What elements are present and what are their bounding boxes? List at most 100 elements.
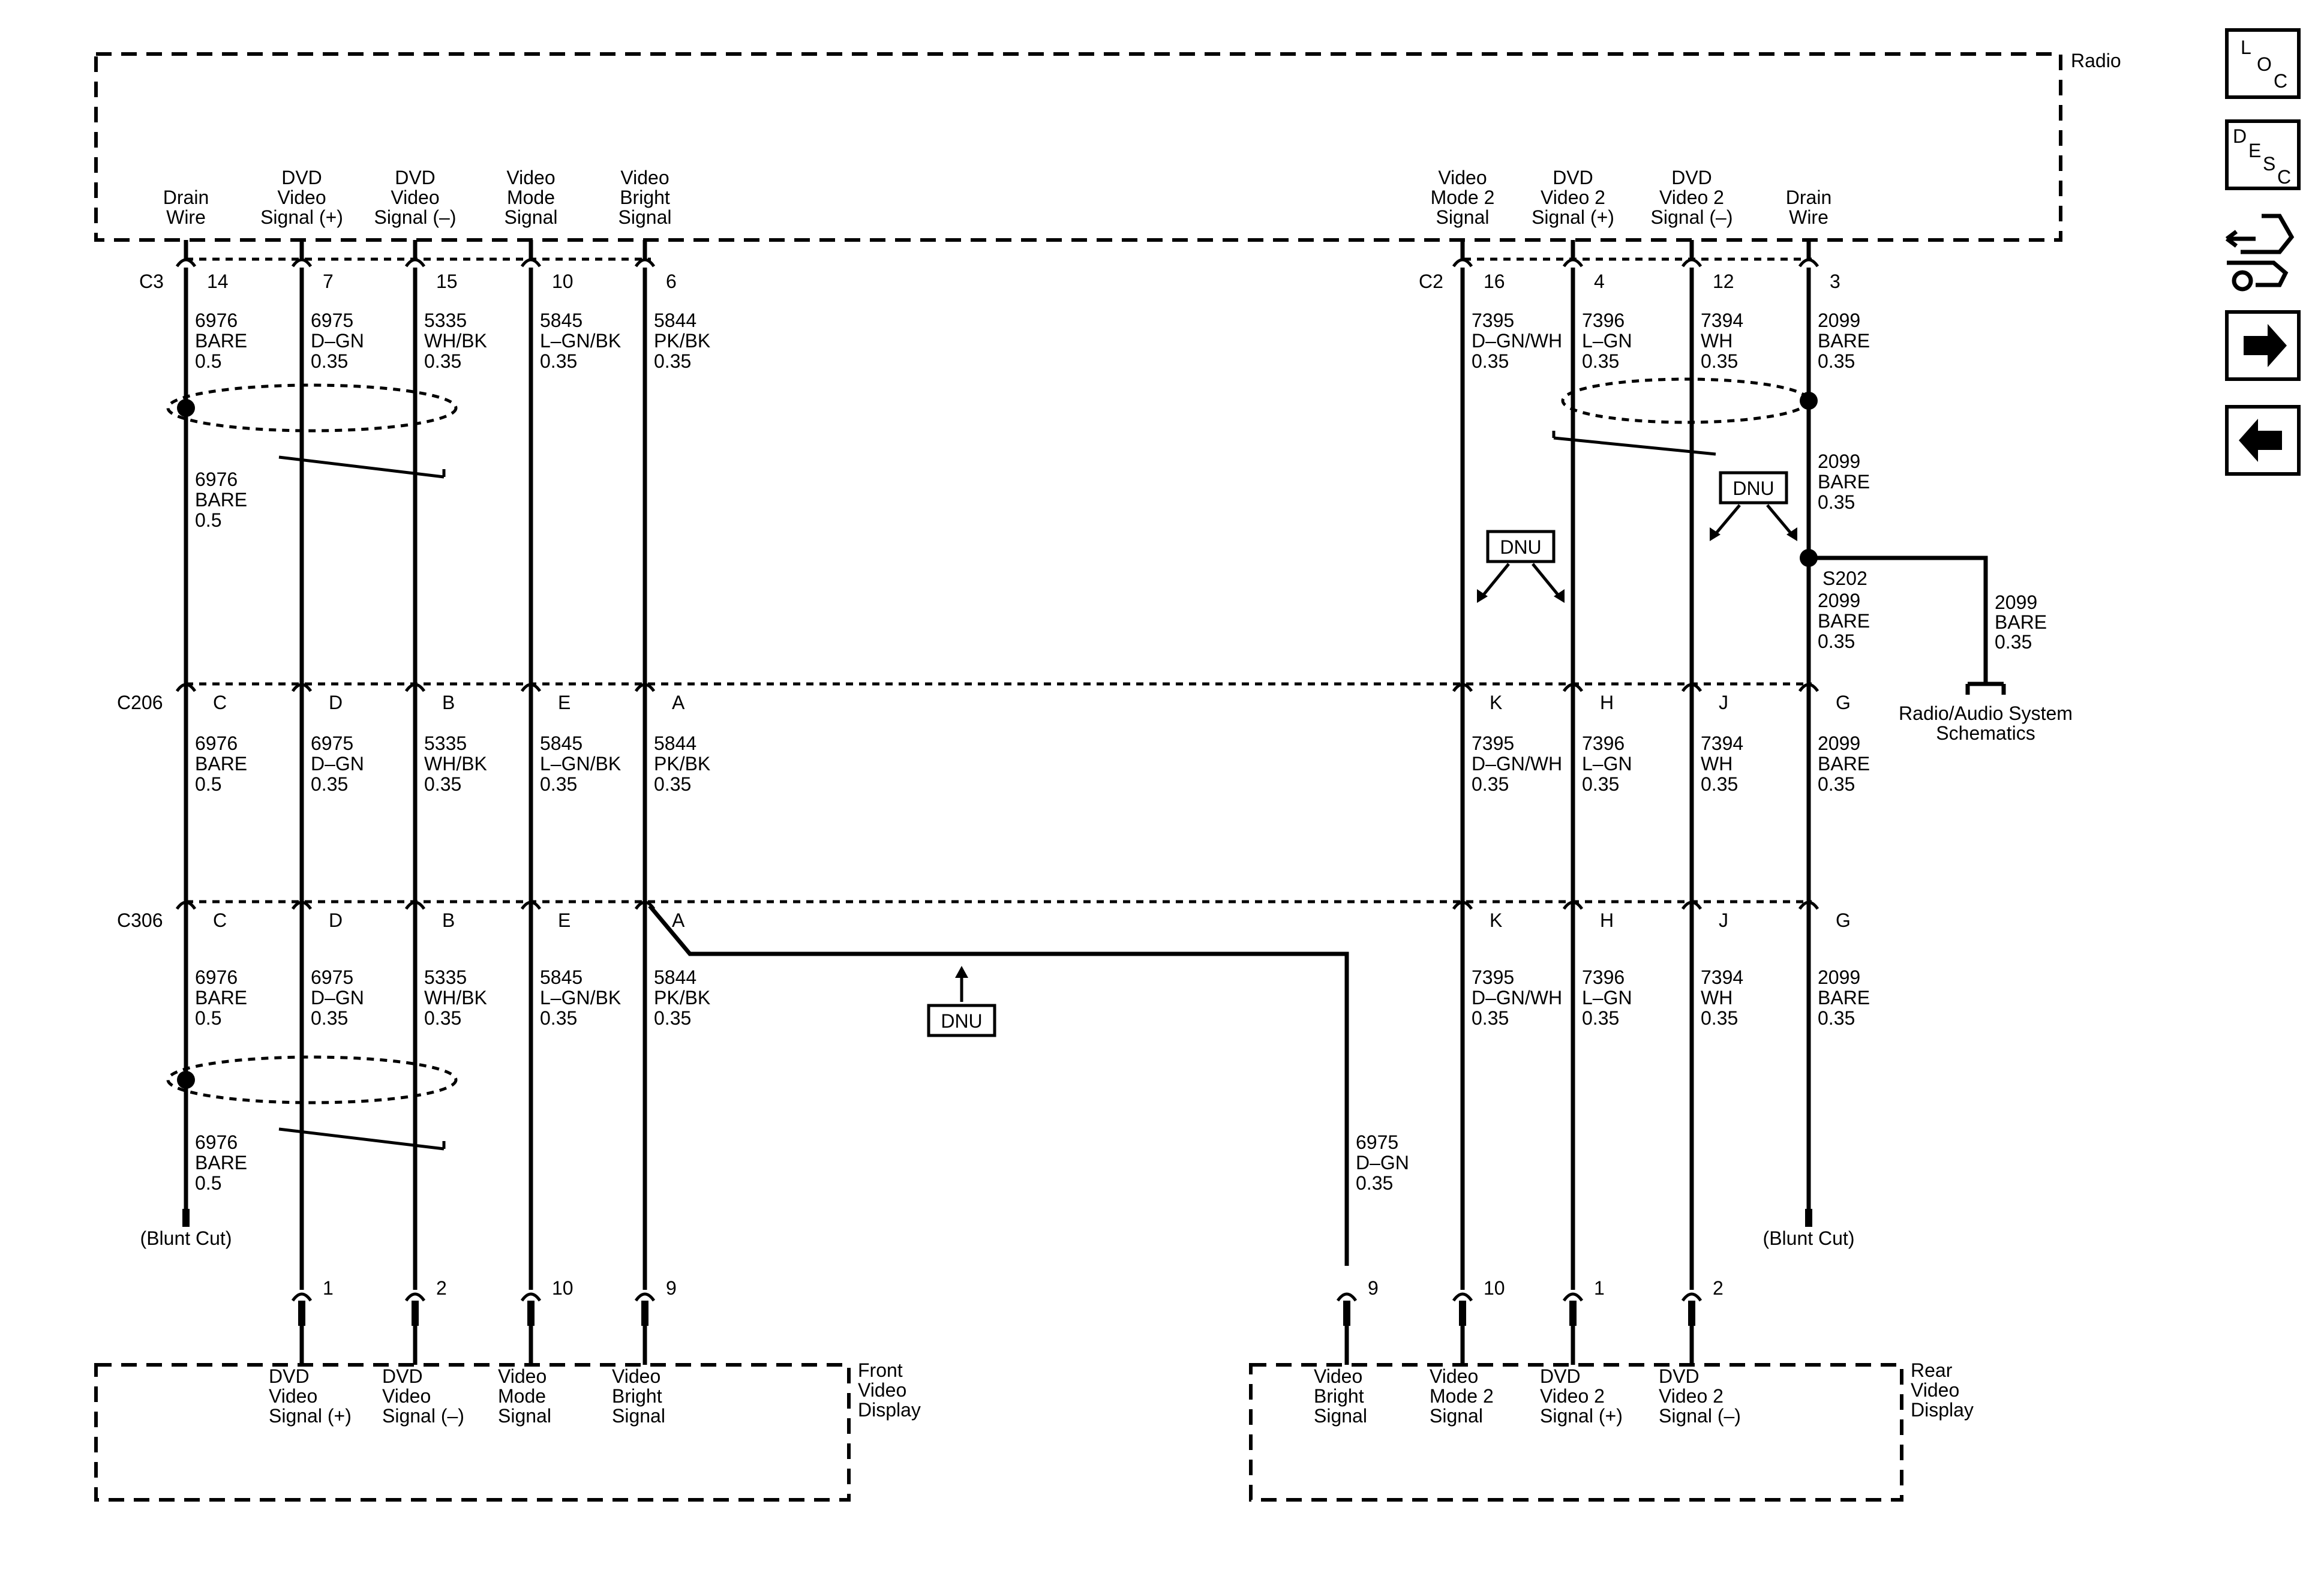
dvd-video-2-pos-seg1-3: 0.35	[1582, 350, 1619, 372]
drain-splice-upper-right	[1800, 392, 1818, 410]
loc-button[interactable]: L O C	[2225, 28, 2301, 99]
harness-tool-icon[interactable]	[2225, 214, 2295, 292]
dvd-video-neg-c206-pin: B	[442, 692, 455, 713]
rear-display-label-1: Rear	[1911, 1359, 1953, 1381]
video-mode-radio-label-2: Mode	[507, 187, 555, 208]
dvd-video-2-pos-radio-label-3: Signal (+)	[1532, 206, 1614, 228]
desc-letter-s: S	[2263, 153, 2275, 175]
video-mode-seg1-1: 5845	[540, 310, 582, 331]
rear-display-label-2: Video	[1911, 1379, 1959, 1401]
next-page-button[interactable]	[2225, 310, 2301, 381]
dvd-video-pos-display-stub	[298, 1301, 305, 1326]
video-bright-radio-pin: 6	[666, 271, 677, 292]
video-bright-display-terminal	[634, 1292, 656, 1302]
dvd-video-2-neg-c206-pin: J	[1719, 692, 1728, 713]
dnu-marker-left-pair: DNU	[1477, 530, 1565, 603]
dvd-video-2-pos-c306-terminal	[1562, 900, 1584, 910]
drain-left-radio-label-1: Drain	[163, 187, 209, 208]
video-bright-c206-pin: A	[672, 692, 685, 713]
video-mode-2-display-pin: 10	[1484, 1277, 1505, 1299]
dvd-video-neg-seg4-2: WH/BK	[424, 987, 487, 1008]
video-mode-2-c206-terminal	[1452, 683, 1473, 692]
drain-right-seg2-2: BARE	[1818, 471, 1870, 493]
video-mode-seg4-2: L–GN/BK	[540, 987, 621, 1008]
dvd-video-2-neg-seg3-2: WH	[1701, 753, 1733, 775]
prev-page-button[interactable]	[2225, 405, 2301, 476]
dvd-video-pos-seg3-3: 0.35	[311, 773, 348, 795]
video-mode-c3-terminal	[520, 258, 542, 268]
dvd-video-pos-display-pin: 1	[323, 1277, 334, 1299]
video-bright-c206-terminal	[634, 683, 656, 692]
connector-c3-label: C3	[139, 271, 164, 292]
right-arrow-icon	[2244, 324, 2287, 367]
video-bright-seg3-2: PK/BK	[654, 753, 710, 775]
video-mode-2-radio-label-1: Video	[1438, 167, 1487, 188]
video-bright-display-label-1: Video	[612, 1365, 660, 1387]
schematics-ref-label-2: Schematics	[1936, 722, 2035, 744]
dvd-video-2-pos-display-label-1: DVD	[1540, 1365, 1581, 1387]
dvd-video-pos-display-terminal	[291, 1292, 313, 1302]
schematics-ref-label-1: Radio/Audio System	[1899, 703, 2073, 724]
video-mode-seg1-2: L–GN/BK	[540, 330, 621, 352]
dvd-video-pos-c206-pin: D	[329, 692, 343, 713]
desc-letter-c: C	[2277, 166, 2291, 188]
video-mode-display-label-3: Signal	[498, 1405, 551, 1427]
dvd-video-pos-seg4-1: 6975	[311, 966, 353, 988]
video-bright-display-pin: 9	[666, 1277, 677, 1299]
video-mode-2-c306-terminal	[1452, 900, 1473, 910]
video-mode-display-label-1: Video	[498, 1365, 547, 1387]
video-mode-2-seg4-3: 0.35	[1472, 1007, 1509, 1029]
desc-button[interactable]: D E S C	[2225, 119, 2301, 190]
loc-letter-o: O	[2257, 53, 2272, 75]
video-mode-2-c306-pin: K	[1490, 909, 1502, 931]
loc-letter-c: C	[2274, 70, 2287, 92]
splice-s202-label: S202	[1822, 568, 1867, 589]
drain-right-seg3-1: 2099	[1818, 733, 1860, 754]
video-bright-display-stub	[641, 1301, 648, 1326]
drain-right-radio-pin: 3	[1830, 271, 1840, 292]
video-mode-2-display-stub	[1459, 1301, 1466, 1326]
dvd-video-pos-c206-terminal	[291, 683, 313, 692]
desc-letter-e: E	[2248, 140, 2261, 161]
video-mode-seg4-3: 0.35	[540, 1007, 577, 1029]
front-display-label-3: Display	[858, 1399, 921, 1421]
dvd-video-pos-radio-label-3: Signal (+)	[260, 206, 343, 228]
dvd-video-neg-display-terminal	[404, 1292, 426, 1302]
s202-branch-wire	[1809, 556, 1988, 684]
dvd-video-neg-radio-label-2: Video	[391, 187, 439, 208]
drain-right-seg2-1: 2099	[1818, 451, 1860, 472]
video-bright-radio-label-2: Bright	[620, 187, 670, 208]
dvd-video-2-neg-seg1-2: WH	[1701, 330, 1733, 352]
video-mode-c306-terminal	[520, 900, 542, 910]
dvd-video-pos-c3-terminal	[291, 258, 313, 268]
video-bright-seg1-2: PK/BK	[654, 330, 710, 352]
video-mode-2-display-label-2: Mode 2	[1430, 1385, 1494, 1407]
video-bright-radio-label-1: Video	[620, 167, 669, 188]
video-mode-radio-label-3: Signal	[505, 206, 558, 228]
dvd-video-pos-seg4-2: D–GN	[311, 987, 364, 1008]
wires-layer: DrainWire146976BARE0.56976BARE0.5C6976BA…	[140, 167, 1870, 1427]
dvd-video-neg-c306-pin: B	[442, 909, 455, 931]
video-mode-c306-pin: E	[558, 909, 571, 931]
drain-right-seg3-2: BARE	[1818, 753, 1870, 775]
video-bright-seg3-1: 5844	[654, 733, 696, 754]
drain-left-seg5-2: BARE	[195, 1152, 247, 1173]
dvd-video-2-neg-c306-terminal	[1681, 900, 1703, 910]
dvd-video-2-neg-radio-label-2: Video 2	[1659, 187, 1724, 208]
drain-right-seg2b-1: 2099	[1818, 590, 1860, 611]
dvd-video-2-neg-display-pin: 2	[1713, 1277, 1724, 1299]
video-mode-c206-terminal	[520, 683, 542, 692]
desc-letter-d: D	[2233, 125, 2247, 147]
drain-right-seg4-2: BARE	[1818, 987, 1870, 1008]
video-mode-2-seg1-2: D–GN/WH	[1472, 330, 1562, 352]
dvd-video-2-pos-radio-pin: 4	[1594, 271, 1605, 292]
dvd-video-2-pos-display-terminal	[1562, 1292, 1584, 1302]
dvd-video-neg-c206-terminal	[404, 683, 426, 692]
radio-module-box	[94, 52, 2062, 242]
drain-left-seg3-3: 0.5	[195, 773, 221, 795]
dvd-video-2-neg-seg3-3: 0.35	[1701, 773, 1738, 795]
drain-right-c306-pin: G	[1836, 909, 1851, 931]
dvd-video-pos-seg3-2: D–GN	[311, 753, 364, 775]
drain-right-seg1-3: 0.35	[1818, 350, 1855, 372]
dvd-video-neg-display-label-2: Video	[382, 1385, 431, 1407]
